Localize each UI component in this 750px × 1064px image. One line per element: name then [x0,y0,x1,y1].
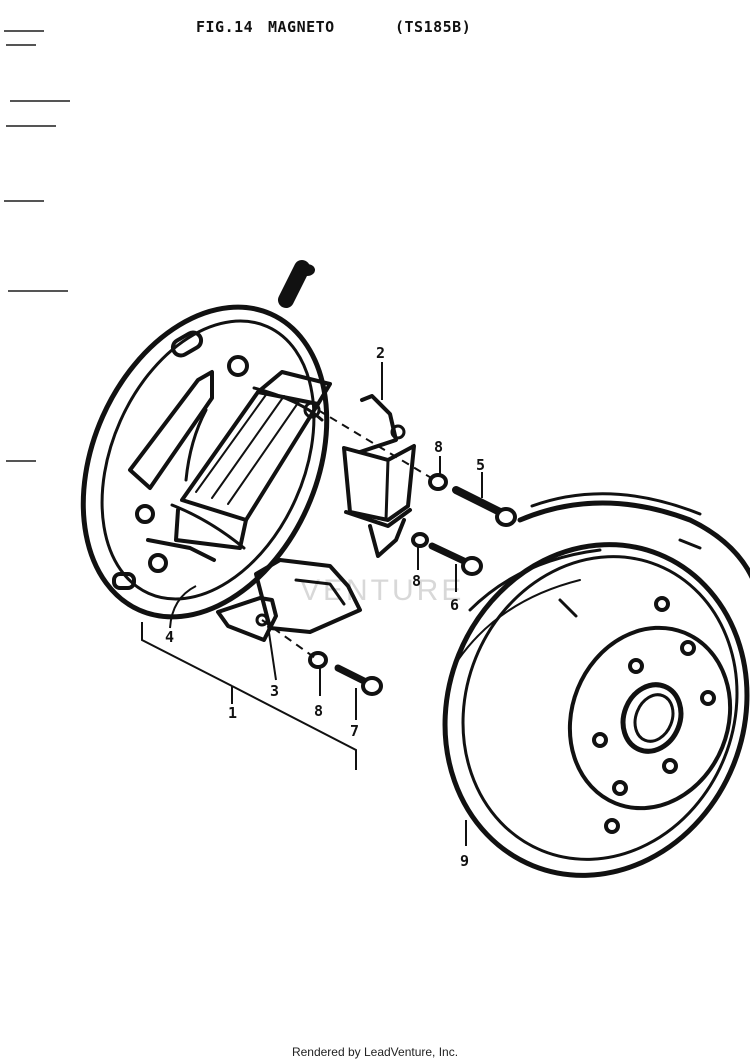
stator-base-plate [80,260,330,620]
callout-8-middle: 8 [412,572,421,590]
callout-8-bottom: 8 [314,702,323,720]
callout-7: 7 [350,722,359,740]
callout-5: 5 [476,456,485,474]
leader-lines [141,362,483,846]
flywheel-rotor [442,492,750,878]
callout-9: 9 [460,852,469,870]
screws-and-washers [308,473,517,696]
ignition-coil [216,558,362,642]
figure-number: FIG.14 [196,18,254,36]
callout-6: 6 [450,596,459,614]
callout-8-top: 8 [434,438,443,456]
callout-3: 3 [270,682,279,700]
scan-noise [4,30,70,462]
stator-coil [170,370,332,550]
callout-labels: 1 2 3 4 5 6 7 8 8 8 9 [165,344,485,870]
figure-title: MAGNETO [268,18,335,36]
callout-1: 1 [228,704,237,722]
callout-2: 2 [376,344,385,362]
model-code: (TS185B) [395,18,472,36]
callout-4: 4 [165,628,174,646]
watermark: VENTURE [300,574,464,607]
lighting-coil [342,394,416,558]
render-credit: Rendered by LeadVenture, Inc. [291,1045,459,1059]
